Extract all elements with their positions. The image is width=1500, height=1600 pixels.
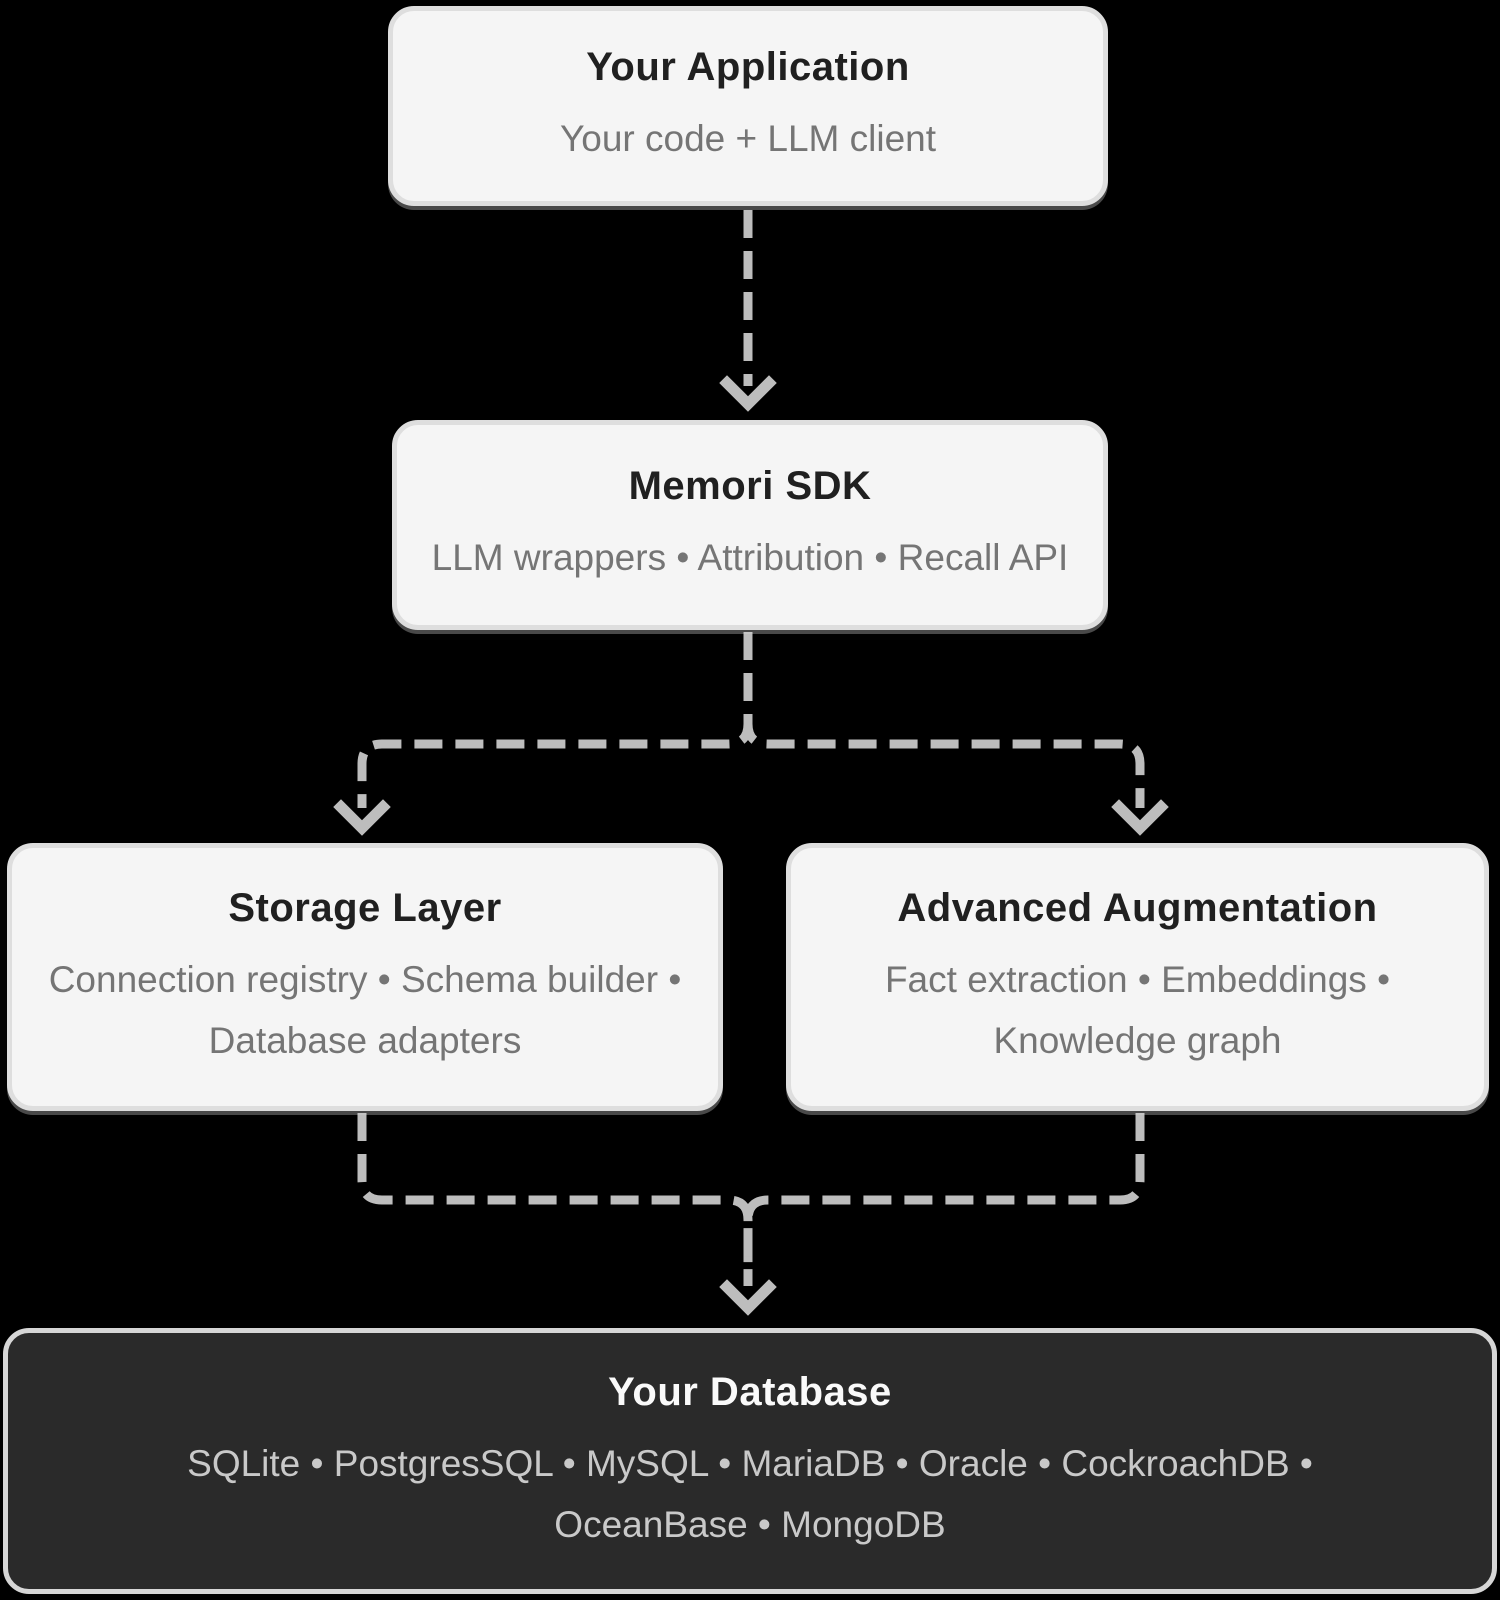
subtitle-line: OceanBase • MongoDB: [554, 1504, 946, 1545]
node-title: Memori SDK: [628, 464, 872, 509]
node-memori-sdk: Memori SDK LLM wrappers • Attribution • …: [392, 420, 1108, 630]
node-storage-layer: Storage Layer Connection registry • Sche…: [7, 843, 723, 1111]
connector-sdk-to-storage: [357, 632, 753, 808]
arrowhead-down-icon: [719, 1279, 777, 1316]
connector-augmentation-to-database: [743, 1113, 1145, 1286]
node-subtitle: Connection registry • Schema builder • D…: [49, 949, 682, 1072]
subtitle-line: SQLite • PostgresSQL • MySQL • MariaDB •…: [187, 1442, 1313, 1484]
node-title: Storage Layer: [228, 885, 502, 930]
subtitle-line: Your code + LLM client: [559, 118, 937, 160]
node-subtitle: LLM wrappers • Attribution • Recall API: [432, 527, 1069, 588]
arrowhead-down-icon: [719, 375, 777, 412]
subtitle-line: Fact extraction • Embeddings •: [884, 958, 1391, 1000]
node-subtitle: Your code + LLM client: [560, 108, 936, 169]
node-your-application: Your Application Your code + LLM client: [388, 6, 1108, 206]
node-subtitle: SQLite • PostgresSQL • MySQL • MariaDB •…: [187, 1433, 1313, 1556]
connector-sdk-to-augmentation: [743, 632, 1145, 808]
node-title: Your Database: [608, 1369, 892, 1414]
node-advanced-augmentation: Advanced Augmentation Fact extraction • …: [786, 843, 1489, 1111]
connector-storage-to-database: [357, 1113, 753, 1286]
node-title: Advanced Augmentation: [897, 885, 1378, 930]
node-title: Your Application: [586, 45, 910, 90]
arrowhead-down-icon: [1111, 799, 1169, 836]
subtitle-line: Database adapters: [208, 1020, 522, 1061]
node-your-database: Your Database SQLite • PostgresSQL • MyS…: [3, 1328, 1497, 1594]
subtitle-line: Knowledge graph: [993, 1020, 1282, 1061]
subtitle-line: Connection registry • Schema builder •: [48, 958, 682, 1000]
arrowhead-down-icon: [333, 799, 391, 836]
subtitle-line: LLM wrappers • Attribution • Recall API: [431, 537, 1069, 579]
node-subtitle: Fact extraction • Embeddings • Knowledge…: [885, 949, 1390, 1072]
